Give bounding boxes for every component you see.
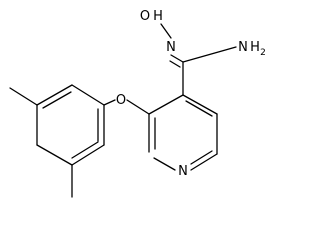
amine-n-label: N <box>238 40 248 55</box>
amidoxime-group <box>160 23 237 96</box>
bond-c3-c4-inner <box>185 100 213 117</box>
bond-c3-c4 <box>182 94 218 115</box>
bond-o-c1prime <box>103 99 116 106</box>
hydroxyl-o-label: O <box>140 9 150 24</box>
bond-n-oh <box>160 23 172 39</box>
amine-h-count: 2 <box>260 48 266 58</box>
bond-c5p-c6p <box>71 144 105 166</box>
bond-c4p-c5p <box>36 144 73 166</box>
bond-c2-c3 <box>148 94 184 115</box>
pyridine-n-label: N <box>178 164 188 179</box>
ether-linkage <box>103 99 150 115</box>
bond-c2p-c3p-inner <box>42 91 72 109</box>
bond-c2p-c3p <box>36 84 73 106</box>
amine-h-label: H <box>250 40 260 55</box>
dimethylphenyl-ring <box>9 84 105 198</box>
bond-c6-n1 <box>153 157 176 171</box>
bond-c5-c6 <box>190 153 218 171</box>
imine-n-label: N <box>166 40 176 55</box>
molecule-structure: O H N N H 2 O N <box>9 9 266 198</box>
bond-c-n-double <box>170 54 184 63</box>
atom-labels: O H N N H 2 O N <box>116 9 266 179</box>
pyridine-ring <box>148 94 218 171</box>
methyl-top <box>9 87 38 106</box>
bond-c2-o <box>126 99 150 115</box>
bond-c-n-double-inner <box>169 60 181 68</box>
bond-c5-c6-inner <box>190 150 213 165</box>
ether-o-label: O <box>116 93 126 108</box>
hydroxyl-h-label: H <box>153 9 163 24</box>
bond-c-nh2 <box>182 46 237 63</box>
bond-c1p-c2p <box>71 84 105 106</box>
bond-c5p-c6p-inner <box>71 141 99 159</box>
